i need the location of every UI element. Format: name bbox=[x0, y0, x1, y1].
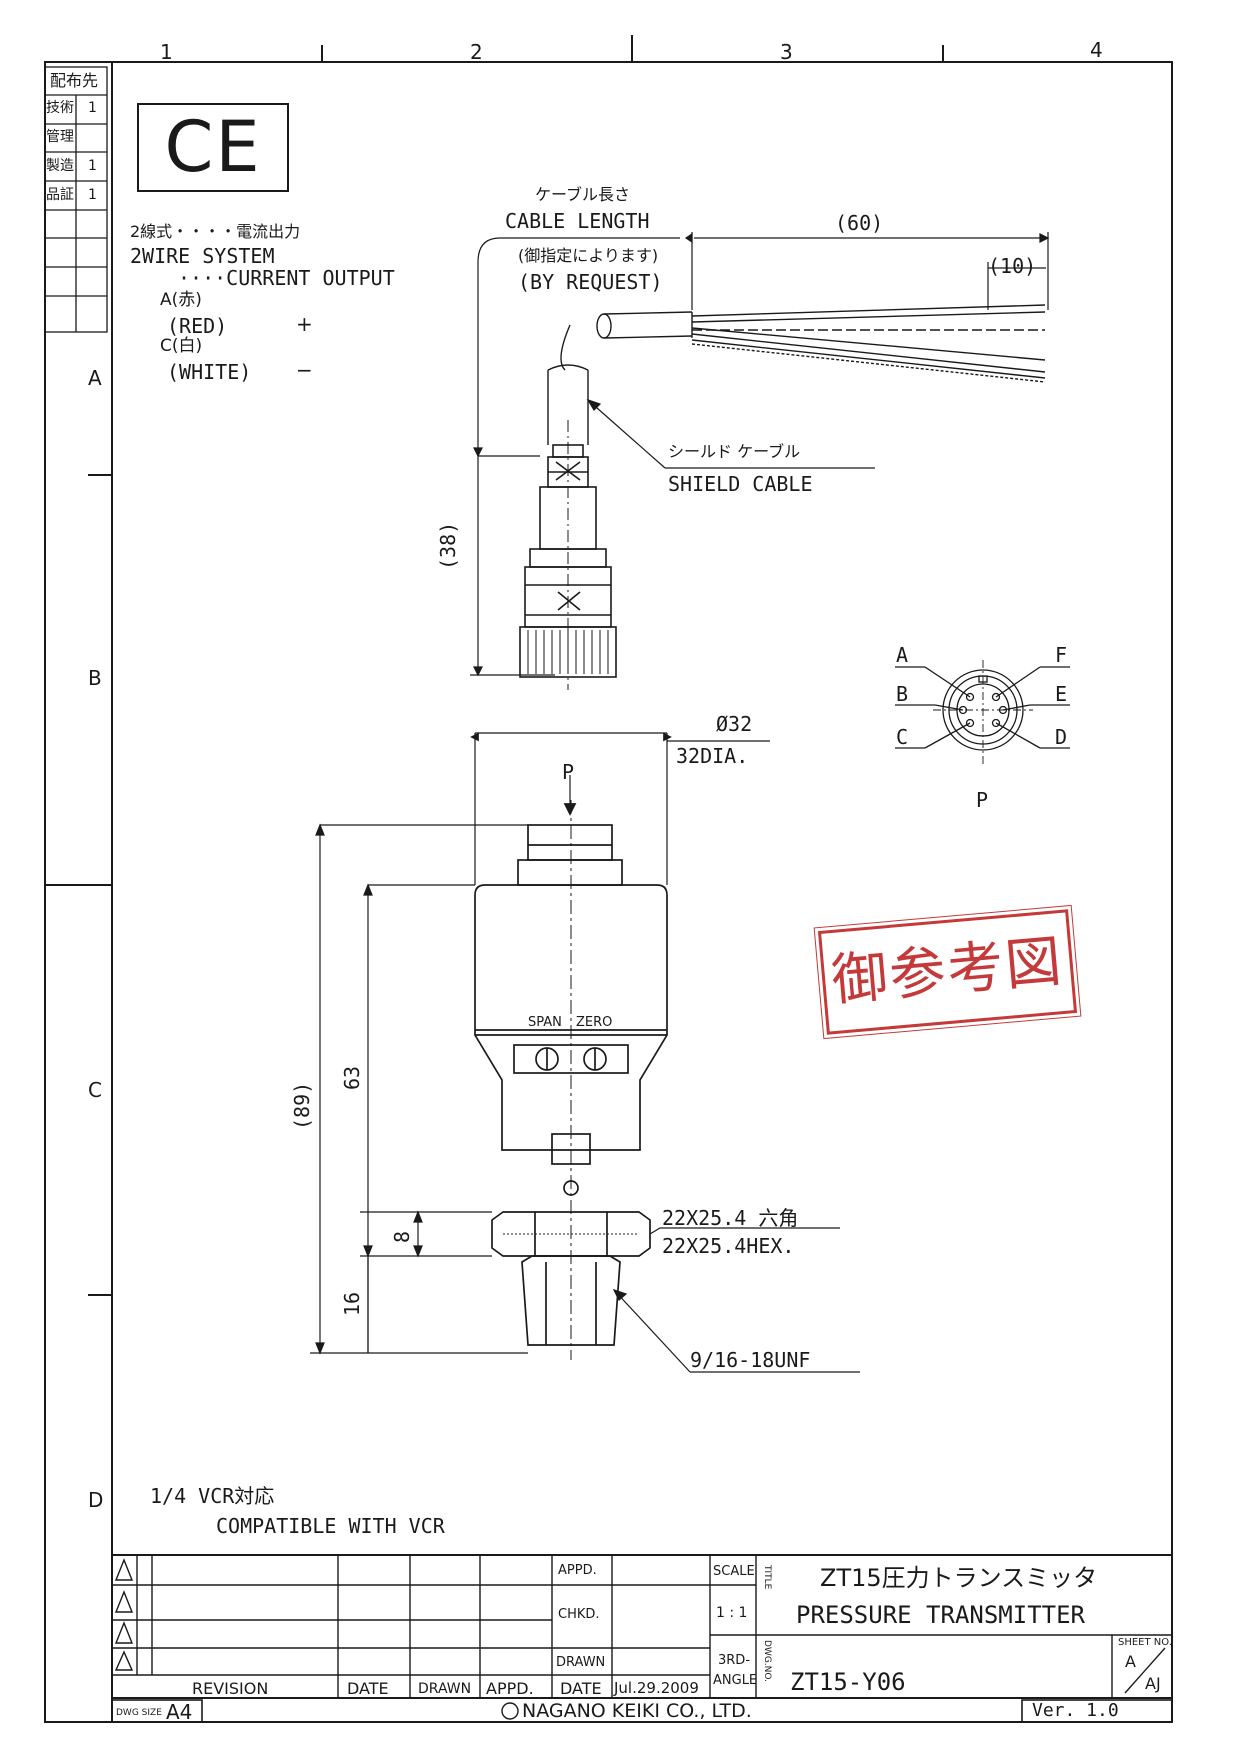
company-name: NAGANO KEIKI CO., LTD. bbox=[522, 1700, 752, 1722]
projection-label-1: 3RD- bbox=[718, 1653, 751, 1668]
appd-label: APPD. bbox=[558, 1563, 597, 1578]
hex-size-jp: 22X25.4 六角 bbox=[662, 1206, 799, 1230]
title-block-lines bbox=[111, 1554, 1173, 1723]
title-jp: ZT15圧力トランスミッタ bbox=[820, 1564, 1098, 1592]
drawn-label: DRAWN bbox=[556, 1655, 606, 1670]
distribution-row-label: 管理 bbox=[46, 129, 74, 145]
note-wire-en2: ····CURRENT OUTPUT bbox=[178, 266, 395, 290]
distribution-row-label: 技術 bbox=[46, 100, 74, 116]
distribution-header: 配布先 bbox=[50, 71, 99, 90]
shield-cable-en: SHIELD CABLE bbox=[668, 472, 813, 496]
pin-label-e: E bbox=[1055, 682, 1068, 706]
distribution-table-lines bbox=[44, 66, 108, 333]
reference-drawing-stamp: 御参考図 bbox=[813, 904, 1082, 1040]
pressure-port-label: P bbox=[562, 760, 575, 784]
dim-89: (89) bbox=[290, 1081, 314, 1130]
note-wire-jp: 2線式・・・・電流出力 bbox=[130, 222, 301, 241]
zone-row-a: A bbox=[88, 366, 102, 390]
title-side-label: TITLE bbox=[762, 1565, 772, 1590]
pin-label-f: F bbox=[1055, 643, 1068, 667]
zone-row-c: C bbox=[88, 1078, 102, 1102]
vcr-note-en: COMPATIBLE WITH VCR bbox=[216, 1514, 445, 1538]
pin-label-c: C bbox=[896, 725, 909, 749]
cable-request-en: (BY REQUEST) bbox=[518, 270, 663, 294]
note-wire-en1: 2WIRE SYSTEM bbox=[130, 244, 275, 268]
dim-8: 8 bbox=[390, 1230, 414, 1243]
dim-diameter-symbol: Ø32 bbox=[716, 712, 753, 736]
cable-length-jp: ケーブル長さ bbox=[535, 185, 631, 204]
transmitter-body-outline bbox=[470, 732, 770, 1360]
title-en: PRESSURE TRANSMITTER bbox=[796, 1601, 1085, 1629]
dim-63: 63 bbox=[340, 1065, 364, 1090]
distribution-row-value: 1 bbox=[88, 187, 97, 203]
zero-label: ZERO bbox=[576, 1015, 613, 1030]
outer-border bbox=[44, 61, 1173, 1723]
cable-dimension-lines bbox=[470, 232, 1050, 677]
dim-60: (60) bbox=[835, 211, 884, 235]
scale-value: 1 : 1 bbox=[716, 1605, 748, 1621]
cable-length-en: CABLE LENGTH bbox=[505, 209, 650, 233]
revision-label: REVISION bbox=[192, 1679, 269, 1698]
dim-16: 16 bbox=[340, 1291, 364, 1316]
hex-size-en: 22X25.4HEX. bbox=[662, 1234, 795, 1258]
chkd-label: CHKD. bbox=[558, 1607, 600, 1622]
zone-row-d: D bbox=[88, 1488, 104, 1512]
span-label: SPAN bbox=[528, 1015, 562, 1030]
dwg-size-label: DWG SIZE bbox=[116, 1708, 162, 1718]
cable-request-jp: (御指定によります) bbox=[518, 246, 659, 265]
date-value: Jul.29.2009 bbox=[614, 1679, 699, 1697]
distribution-row-value: 1 bbox=[88, 158, 97, 174]
thread-spec: 9/16-18UNF bbox=[690, 1348, 811, 1372]
distribution-row-value: 1 bbox=[88, 100, 97, 116]
body-dimension-lines bbox=[310, 823, 860, 1373]
note-a-sign: + bbox=[296, 312, 313, 336]
dim-38: (38) bbox=[436, 521, 460, 570]
note-a-jp: A(赤) bbox=[160, 290, 202, 310]
scale-label: SCALE bbox=[713, 1564, 755, 1579]
zone-row-b: B bbox=[88, 666, 102, 690]
note-a-en: (RED) bbox=[167, 314, 228, 338]
vcr-note-jp: 1/4 VCR対応 bbox=[150, 1484, 275, 1508]
drawn-column-label: DRAWN bbox=[418, 1681, 472, 1697]
ce-mark-text: CE bbox=[164, 106, 262, 188]
pin-label-a: A bbox=[896, 643, 909, 667]
zone-col-3: 3 bbox=[780, 40, 793, 64]
shield-leader bbox=[586, 398, 875, 469]
dim-diameter-text: 32DIA. bbox=[676, 744, 749, 768]
pinout-view-label: P bbox=[976, 788, 989, 812]
zone-col-4: 4 bbox=[1090, 38, 1103, 62]
zone-col-1: 1 bbox=[160, 40, 173, 64]
dwg-no-side-label: DWG.NO. bbox=[762, 1640, 772, 1682]
projection-label-2: ANGLE bbox=[713, 1673, 758, 1688]
zone-col-2: 2 bbox=[470, 40, 483, 64]
note-c-sign: − bbox=[296, 358, 313, 382]
pin-label-b: B bbox=[896, 682, 909, 706]
cable-drawing bbox=[547, 304, 1046, 445]
ce-mark-logo: CE bbox=[137, 103, 289, 192]
version-label: Ver. 1.0 bbox=[1032, 1700, 1119, 1721]
date-label: DATE bbox=[560, 1679, 602, 1698]
date-column-label: DATE bbox=[347, 1679, 389, 1698]
sheet-no-label: SHEET NO. bbox=[1118, 1637, 1172, 1648]
note-c-en: (WHITE) bbox=[167, 360, 252, 384]
appd-column-label: APPD. bbox=[486, 1679, 534, 1698]
pin-label-d: D bbox=[1055, 725, 1068, 749]
dwg-size-value: A4 bbox=[166, 1700, 193, 1724]
sheet-no-aj: AJ bbox=[1145, 1674, 1161, 1693]
shield-cable-jp: シールド ケーブル bbox=[668, 442, 801, 461]
drawing-number: ZT15-Y06 bbox=[790, 1668, 906, 1696]
note-c-jp: C(白) bbox=[160, 336, 203, 356]
dim-10: (10) bbox=[988, 254, 1037, 278]
pinout-diagram bbox=[895, 660, 1070, 764]
connector-outline bbox=[519, 420, 617, 690]
sheet-no-a: A bbox=[1125, 1652, 1136, 1671]
distribution-row-label: 品証 bbox=[46, 187, 74, 203]
distribution-row-label: 製造 bbox=[46, 158, 74, 174]
